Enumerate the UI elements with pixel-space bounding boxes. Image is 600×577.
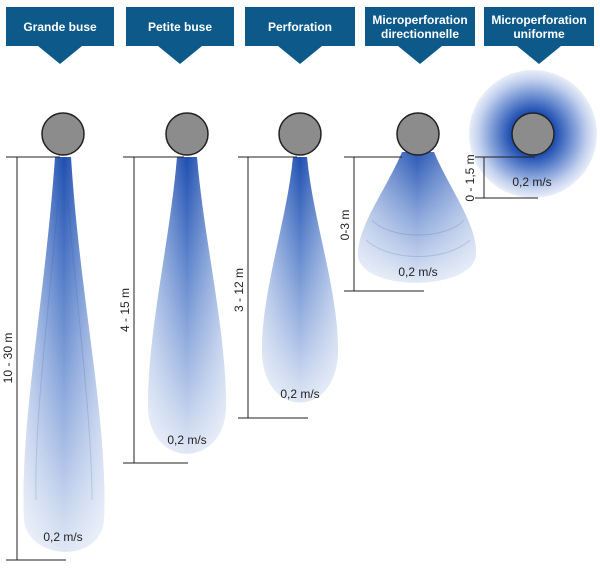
header-microperforation-uniforme: Microperforation uniforme <box>484 7 594 46</box>
header-microperforation-directionnelle: Microperforation directionnelle <box>365 7 475 46</box>
header-arrow-icon <box>398 46 442 64</box>
header-label-line-2: directionnelle <box>380 26 460 41</box>
header-arrow-icon <box>517 46 561 64</box>
velocity-label: 0,2 m/s <box>280 387 319 401</box>
velocity-label: 0,2 m/s <box>43 530 82 544</box>
range-label: 3 - 12 m <box>232 268 246 312</box>
nozzle-icon <box>511 112 555 156</box>
range-label: 4 - 15 m <box>118 288 132 332</box>
nozzle-icon <box>396 112 440 156</box>
range-bracket-grande-buse <box>6 156 66 561</box>
velocity-label: 0,2 m/s <box>398 265 437 279</box>
cone-microperforation-directionnelle <box>358 152 477 283</box>
header-grande-buse: Grande buse <box>6 7 114 46</box>
header-label: Petite buse <box>147 19 213 34</box>
header-perforation: Perforation <box>245 7 355 46</box>
jet-grande-buse <box>23 157 105 552</box>
velocity-label: 0,2 m/s <box>512 175 551 189</box>
nozzle-icon <box>165 112 209 156</box>
header-label: Grande buse <box>23 19 97 34</box>
jet-perforation <box>262 157 338 403</box>
velocity-label: 0,2 m/s <box>167 433 206 447</box>
header-arrow-icon <box>158 46 202 64</box>
range-label: 0-3 m <box>338 210 352 241</box>
range-label: 0 - 1,5 m <box>463 154 477 201</box>
range-bracket-perforation <box>238 156 308 419</box>
header-label-line-1: Microperforation <box>372 12 468 27</box>
header-petite-buse: Petite buse <box>126 7 234 46</box>
range-label: 10 - 30 m <box>1 333 15 384</box>
header-arrow-icon <box>278 46 322 64</box>
header-arrow-icon <box>38 46 82 64</box>
nozzle-icon <box>41 112 85 156</box>
header-label-line-1: Microperforation <box>491 12 587 27</box>
range-bracket-microperforation-directionnelle <box>344 156 424 292</box>
nozzle-icon <box>278 112 322 156</box>
jet-petite-buse <box>148 157 226 454</box>
range-bracket-microperforation-uniforme <box>475 156 538 199</box>
header-label: Perforation <box>267 19 332 34</box>
header-label-line-2: uniforme <box>513 26 565 41</box>
range-bracket-petite-buse <box>123 156 188 464</box>
